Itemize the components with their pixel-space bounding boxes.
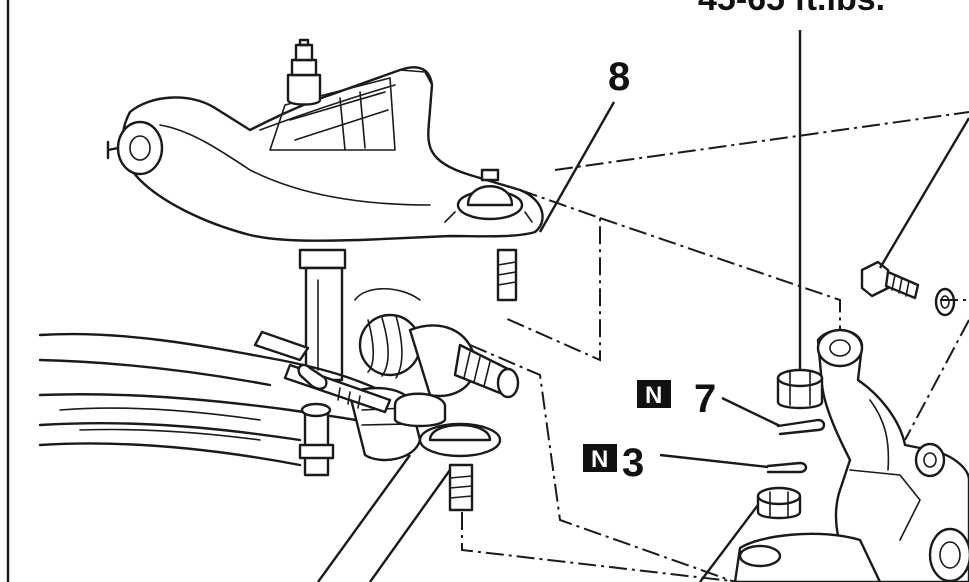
axle-alignment-line [469,344,736,582]
callout-part-3: 3 [622,441,644,485]
upper-ball-joint [444,168,533,302]
leader-lower-nut [699,504,759,582]
badge-background [637,380,671,408]
upper-control-arm [106,38,544,242]
leader-part-8 [538,101,616,233]
strut-rod [283,363,392,414]
cv-axle [354,288,520,399]
upper-stud-alignment-line [504,189,601,362]
washer [934,287,956,317]
callout-part-7: 7 [694,377,716,421]
stabilizer-link [298,402,335,477]
knuckle-alignment-line [599,217,841,330]
new-part-badge-3: N [583,444,617,473]
knuckle-bolt [860,260,920,300]
upper-arm-leader-dash [554,111,969,171]
leader-lower-arm-b [369,469,451,582]
shock-absorber [298,248,347,382]
steering-knuckle [733,328,969,582]
torque-spec-label: 45-65 ft.lbs. [698,0,885,18]
knuckle-side-line [904,319,969,441]
cotter-pin-lower [766,461,808,474]
lower-castle-nut [756,486,802,520]
new-part-badge-7: N [637,380,671,409]
cotter-pin-upper [776,418,826,436]
leader-lower-arm-a [317,454,411,582]
lower-ball-joint [393,392,502,512]
badge-letter: N [591,446,608,473]
lower-stud-alignment-line [461,512,741,582]
badge-background [583,444,617,472]
upper-castle-nut [776,368,824,410]
leader-part-3 [659,453,769,469]
leader-part-7 [721,396,781,428]
badge-letter: N [645,382,662,409]
callout-part-8: 8 [608,55,630,99]
leader-bolt [878,117,969,269]
